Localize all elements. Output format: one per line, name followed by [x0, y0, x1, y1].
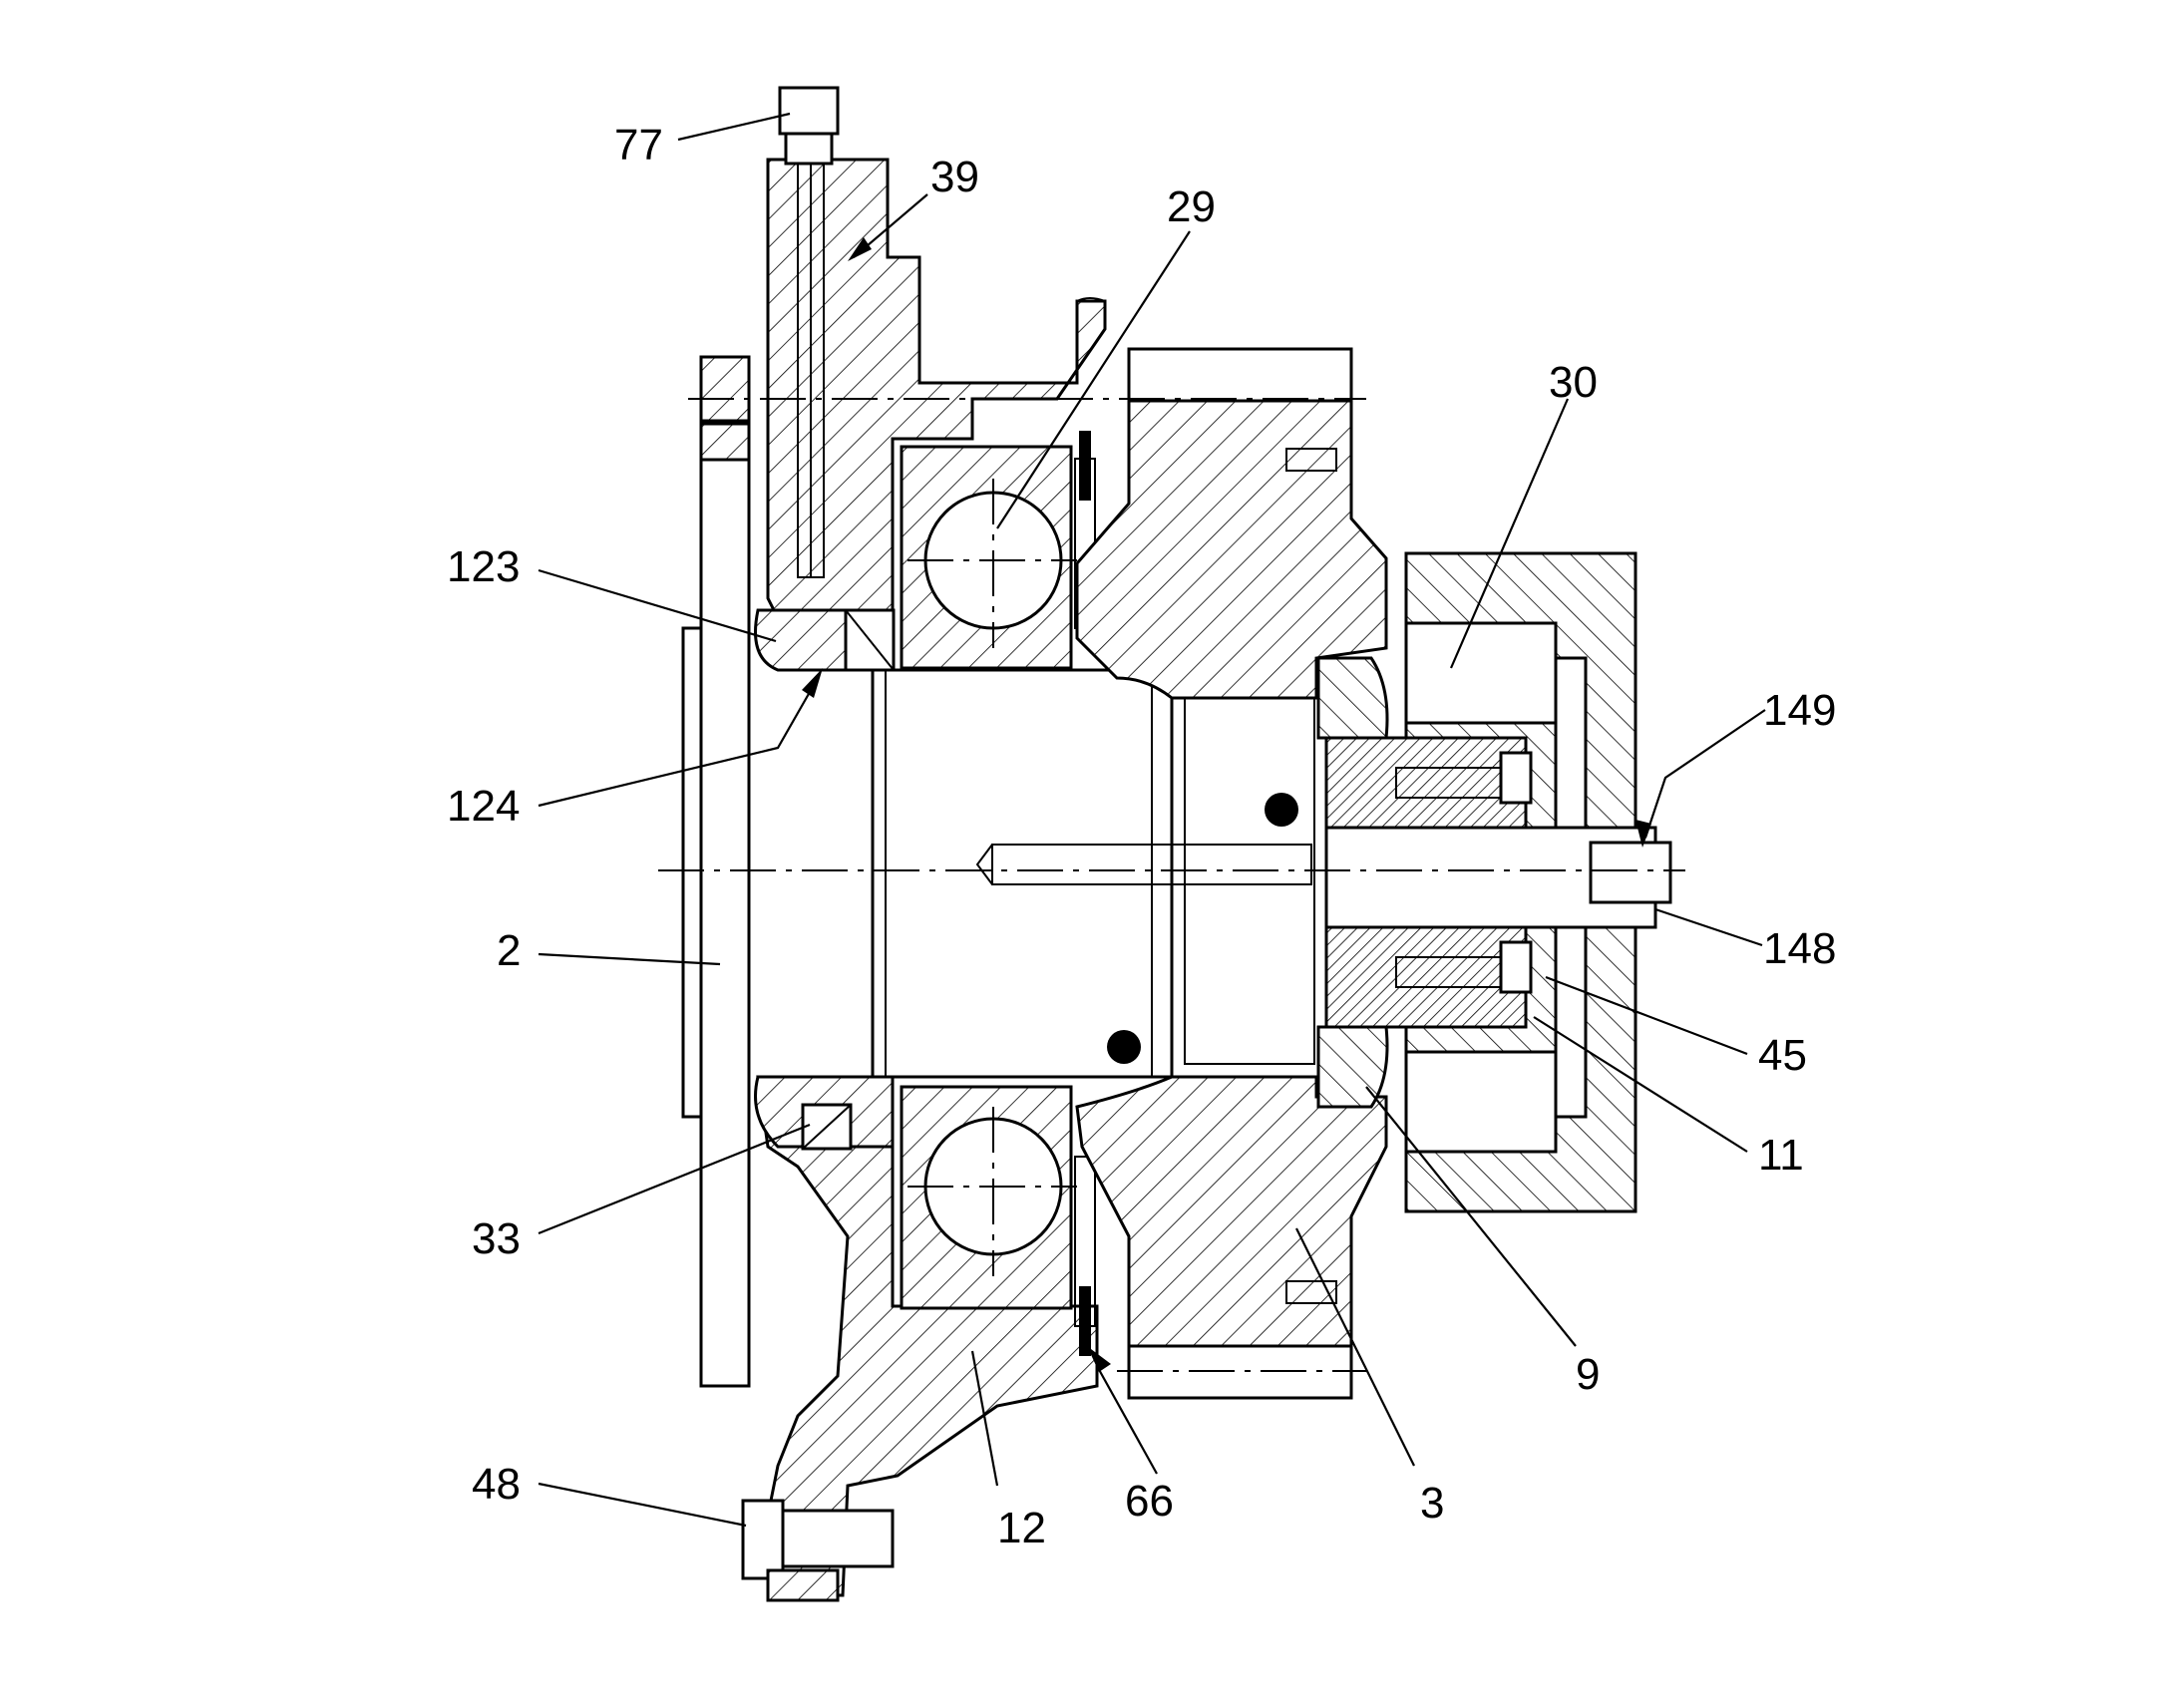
shaft-bore	[871, 668, 1315, 1079]
leader-123	[538, 568, 777, 643]
ref-numeral-29: 29	[1167, 182, 1216, 231]
ref-numeral-48: 48	[472, 1460, 521, 1509]
ref-numeral-124: 124	[447, 782, 520, 831]
leader-3	[1295, 1227, 1415, 1467]
ref-numeral-2: 2	[497, 926, 521, 975]
part-48-bolt	[741, 1499, 895, 1602]
part-77-fitting	[778, 86, 840, 578]
leader-30	[1449, 398, 1570, 669]
leader-12	[970, 1350, 999, 1487]
ref-numeral-9: 9	[1576, 1350, 1600, 1399]
leader-2	[538, 952, 721, 966]
leader-77	[677, 112, 791, 142]
leader-66-arrow	[1087, 1346, 1111, 1372]
ref-numeral-149: 149	[1763, 686, 1836, 735]
reference-numerals: 77 39 29 30 123 124 149 2 148 45 11 33 9…	[447, 121, 1836, 1552]
ref-numeral-148: 148	[1763, 924, 1836, 973]
section-geometry	[658, 86, 1685, 1602]
ref-numeral-33: 33	[472, 1214, 521, 1263]
leader-lines	[538, 112, 1766, 1528]
leader-48	[538, 1482, 747, 1528]
leader-11	[1533, 1016, 1748, 1153]
ref-numeral-12: 12	[997, 1504, 1046, 1552]
leader-39-arrow	[848, 237, 872, 261]
leader-124-arrow	[802, 668, 823, 698]
part-3-gear-hub	[1075, 347, 1388, 1400]
ref-numeral-123: 123	[447, 542, 520, 591]
part-123-seal-ring	[754, 608, 896, 1151]
ref-numeral-3: 3	[1420, 1479, 1444, 1528]
ref-numeral-66: 66	[1125, 1477, 1174, 1526]
leader-29	[996, 230, 1191, 529]
leader-149	[1643, 709, 1766, 839]
leader-9	[1365, 1086, 1577, 1347]
leader-149-arrow	[1635, 820, 1651, 848]
leader-66	[1096, 1365, 1158, 1475]
ref-numeral-11: 11	[1758, 1131, 1804, 1180]
ref-numeral-45: 45	[1758, 1031, 1807, 1080]
ref-numeral-77: 77	[614, 121, 663, 170]
ref-numeral-39: 39	[930, 153, 979, 201]
leader-124	[538, 677, 819, 808]
leader-45	[1545, 975, 1748, 1056]
ref-numeral-30: 30	[1549, 358, 1598, 407]
leader-148	[1654, 907, 1763, 947]
part-30-outer-block	[1324, 551, 1672, 1213]
part-29-bearing	[900, 431, 1096, 1356]
leader-33	[538, 1123, 811, 1235]
